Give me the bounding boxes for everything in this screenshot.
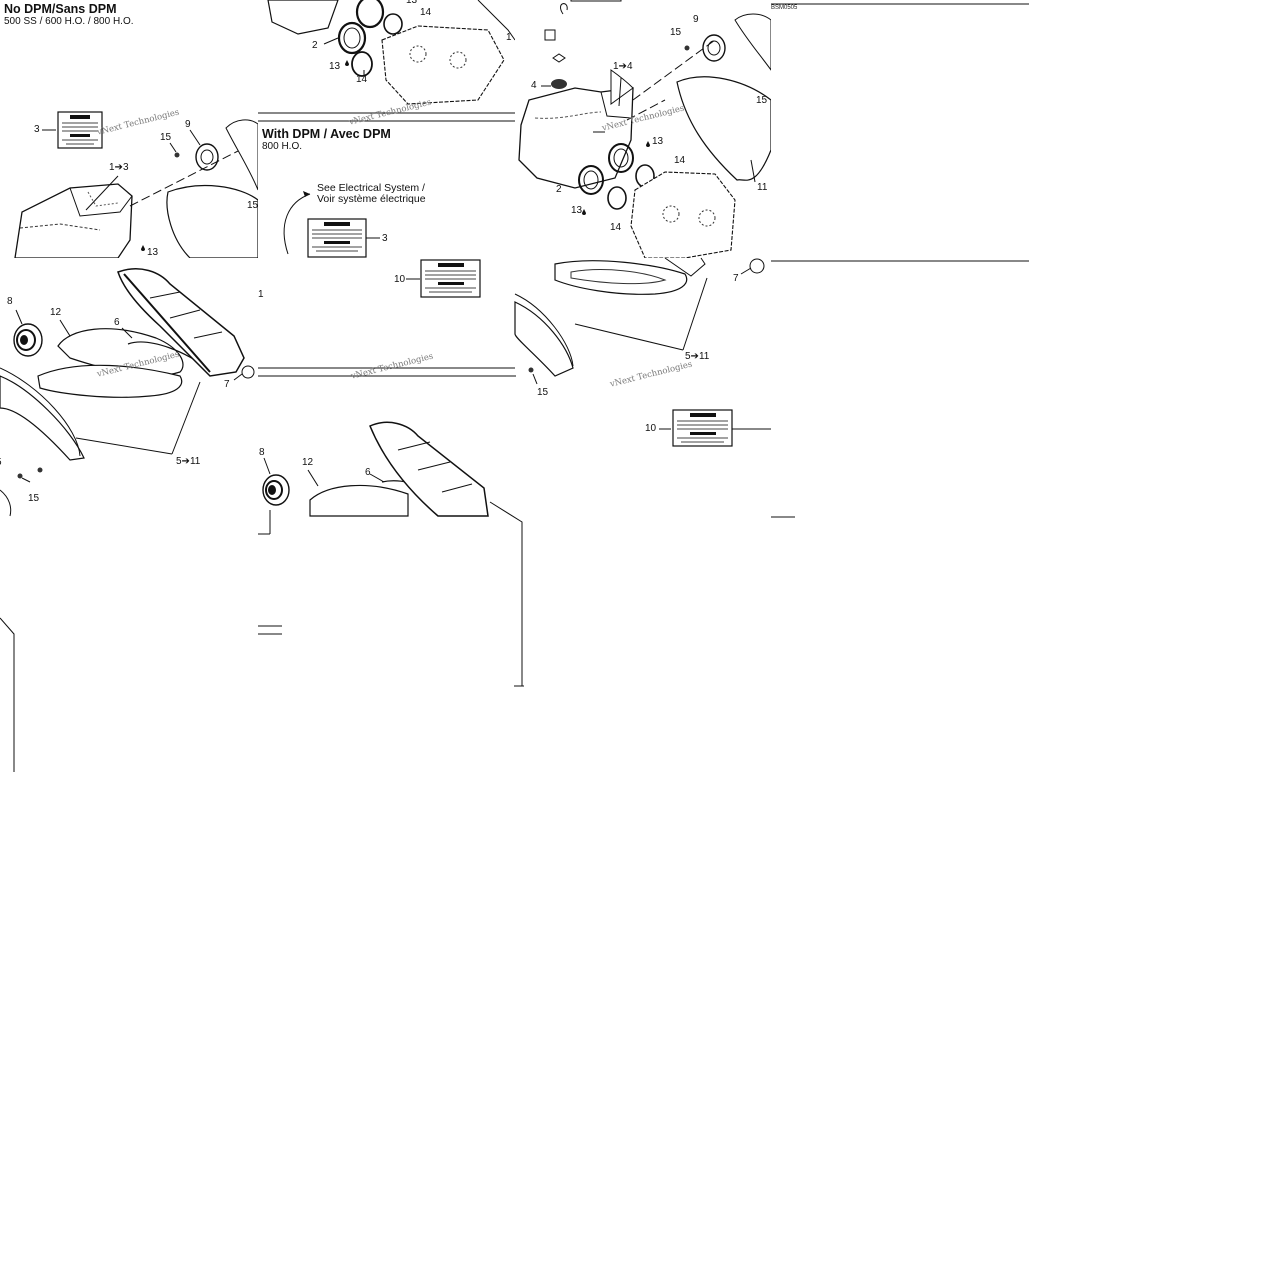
callout-13: 13: [652, 136, 664, 147]
exploded-view-silencer-bottom: [258, 375, 524, 687]
page-title: No DPM/Sans DPM: [4, 2, 117, 16]
with-dpm-annotations: [258, 120, 515, 258]
doc-code: BSM0505: [771, 5, 798, 11]
callout-15b: 15: [756, 95, 768, 106]
callout-15: 15: [537, 387, 549, 398]
callout-10: 10: [645, 423, 657, 434]
callout-13b: 13: [329, 61, 341, 72]
exploded-view-airbox-left: [14, 111, 259, 259]
callout-7: 7: [733, 273, 739, 284]
tile-rules: [771, 3, 1029, 262]
callout-1: 1: [506, 32, 512, 43]
exploded-view-engine-top: [258, 0, 516, 114]
exploded-view-airbox-dpm: [518, 0, 772, 259]
exploded-view-silencer: [0, 268, 255, 517]
left-lower-frame: [0, 617, 15, 772]
callout-11: 11: [757, 182, 768, 193]
callout-8: 8: [259, 447, 265, 458]
diagram-tile-no-dpm: No DPM/Sans DPM 500 SS / 600 H.O. / 800 …: [0, 0, 259, 259]
section-subtitle: 800 H.O.: [262, 141, 303, 152]
callout-4: 4: [531, 80, 537, 91]
diagram-tile-silencer-dpm-bottom: 8 12 6 vNext Technologies: [258, 352, 524, 687]
callout-15: 15: [160, 132, 172, 143]
callout-15: 15: [28, 493, 40, 504]
diagram-tile-silencer-right: 7 5➔11 15 10 vNext Technologies: [514, 257, 795, 518]
callout-14b: 14: [610, 222, 622, 233]
diagram-tile-silencer-left: 8 12 6 7 5➔11 15 5 vNext Technologies: [0, 258, 258, 517]
callout-3: 3: [34, 124, 40, 135]
callout-3: 3: [382, 233, 388, 244]
exploded-view-silencer-dpm: [514, 257, 795, 518]
callout-14: 14: [674, 155, 686, 166]
callout-13b: 13: [571, 205, 583, 216]
callout-6: 6: [114, 317, 120, 328]
callout-1-to-4: 1➔4: [613, 61, 633, 72]
callout-13: 13: [406, 0, 418, 6]
section-title: With DPM / Avec DPM: [262, 127, 391, 141]
callout-5-to-11: 5➔11: [685, 351, 710, 362]
callout-13: 13: [147, 247, 159, 258]
callout-2: 2: [312, 40, 318, 51]
diagram-tile-engine-left: 13 14 2 13 14 1: [258, 0, 516, 114]
callout-14: 14: [420, 7, 432, 18]
note-line-2: Voir système électrique: [317, 193, 426, 205]
decal-10: [258, 259, 515, 369]
page-subtitle: 500 SS / 600 H.O. / 800 H.O.: [4, 16, 134, 27]
callout-1-to-3: 1➔3: [109, 162, 129, 173]
callout-12: 12: [302, 457, 314, 468]
diagram-tile-doc-code: BSM0505: [771, 0, 1029, 262]
callout-9: 9: [693, 14, 699, 25]
callout-10: 10: [394, 274, 406, 285]
note-line-1: See Electrical System /: [317, 182, 425, 194]
diagram-tile-dpm-engine: 15 9 1➔4 4 13 14 2 13 14 15 11 vNext Tec…: [515, 0, 772, 259]
callout-6: 6: [365, 467, 371, 478]
callout-2: 2: [556, 184, 562, 195]
callout-8: 8: [7, 296, 13, 307]
diagram-tile-decal: 10 1: [258, 258, 515, 370]
callout-14b: 14: [356, 74, 368, 85]
callout-15: 15: [670, 27, 682, 38]
callout-5-edge: 5: [0, 458, 2, 468]
callout-9: 9: [185, 119, 191, 130]
diagram-tile-with-dpm: With DPM / Avec DPM 800 H.O. See Electri…: [258, 98, 515, 258]
callout-12: 12: [50, 307, 62, 318]
callout-1: 1: [258, 289, 264, 300]
callout-5-to-11: 5➔11: [176, 456, 201, 467]
callout-7: 7: [224, 379, 230, 390]
callout-15-edge: 15: [247, 200, 259, 211]
